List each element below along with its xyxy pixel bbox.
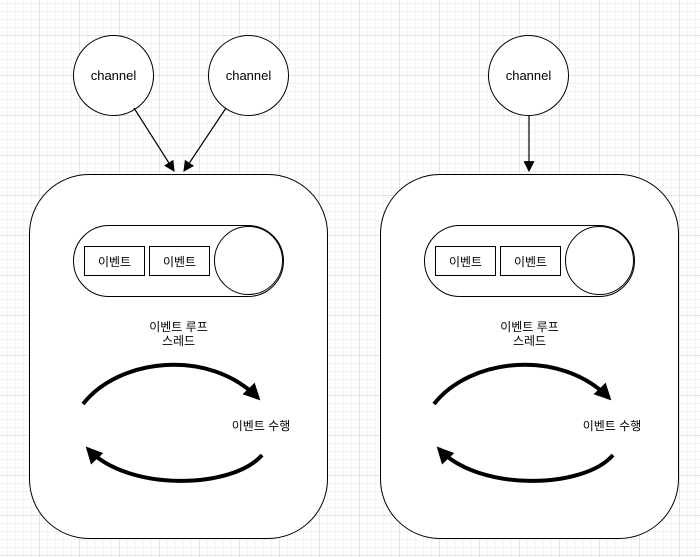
event-item-label: 이벤트	[97, 254, 132, 269]
run-label: 이벤트 수행	[582, 419, 642, 433]
channel-label: channel	[90, 68, 137, 83]
channel-label: channel	[505, 68, 552, 83]
thread-label-line2: 스레드	[512, 334, 547, 348]
event-item: 이벤트	[149, 246, 210, 276]
event-loop-thread-box: 이벤트 이벤트 이벤트 루프 스레드 이벤트 수행	[380, 174, 679, 539]
event-item-label: 이벤트	[162, 254, 197, 269]
channel-to-loop-arrow	[133, 107, 175, 172]
thread-label: 이벤트 루프 스레드	[381, 320, 678, 348]
event-item-label: 이벤트	[513, 254, 548, 269]
event-item: 이벤트	[500, 246, 561, 276]
thread-label: 이벤트 루프 스레드	[30, 320, 327, 348]
thread-label-line2: 스레드	[161, 334, 196, 348]
channel-to-loop-arrow	[183, 107, 227, 172]
channel-node: channel	[73, 35, 154, 116]
thread-label-line1: 이벤트 루프	[500, 320, 559, 334]
event-loop-thread-box: 이벤트 이벤트 이벤트 루프 스레드 이벤트 수행	[29, 174, 328, 539]
channel-label: channel	[225, 68, 272, 83]
run-label: 이벤트 수행	[231, 419, 291, 433]
event-item: 이벤트	[84, 246, 145, 276]
thread-label-line1: 이벤트 루프	[149, 320, 208, 334]
channel-node: channel	[488, 35, 569, 116]
channel-node: channel	[208, 35, 289, 116]
queue-head-circle	[565, 226, 634, 295]
event-item-label: 이벤트	[448, 254, 483, 269]
event-item: 이벤트	[435, 246, 496, 276]
queue-head-circle	[214, 226, 283, 295]
